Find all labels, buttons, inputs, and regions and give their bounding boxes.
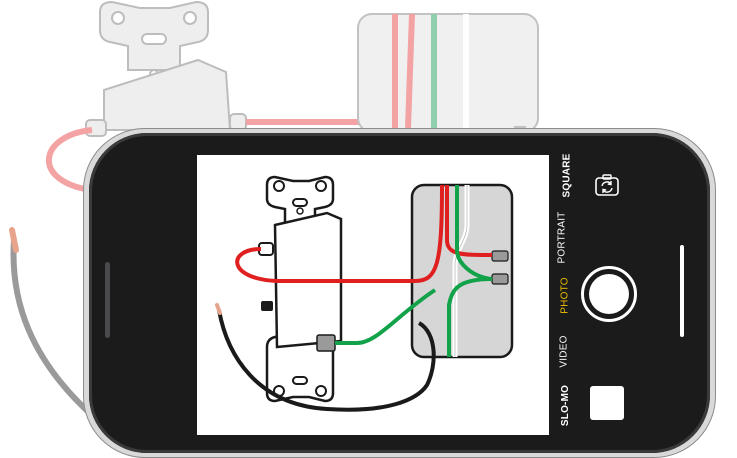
bg-switch	[85, 0, 247, 137]
red-wire	[235, 184, 444, 283]
camera-viewfinder[interactable]	[197, 155, 549, 435]
bg-electrical-box	[357, 13, 539, 136]
phone-speaker-slot	[105, 262, 110, 338]
electrical-box	[410, 183, 514, 359]
green-ground-wire-3	[335, 288, 437, 345]
mode-square[interactable]: SQUARE	[561, 153, 573, 198]
black-wire	[217, 309, 436, 412]
mode-photo[interactable]: PHOTO	[559, 277, 571, 314]
mode-portrait[interactable]: PORTRAIT	[556, 211, 568, 264]
mode-slo-mo[interactable]: SLO-MO	[560, 384, 572, 427]
last-photo-thumbnail[interactable]	[590, 386, 624, 420]
shutter-button-inner	[589, 274, 629, 314]
shutter-button[interactable]	[581, 266, 637, 322]
green-ground-wire-2	[447, 277, 493, 357]
light-switch	[258, 175, 343, 403]
home-indicator[interactable]	[680, 245, 684, 337]
bg-red-wire	[45, 127, 93, 193]
bg-ground-wire	[9, 227, 98, 421]
mode-video[interactable]: VIDEO	[558, 335, 570, 368]
camera-flip-icon[interactable]	[593, 172, 621, 200]
black-wire-tip	[215, 303, 222, 315]
viewfinder-wiring-diagram	[215, 175, 514, 412]
